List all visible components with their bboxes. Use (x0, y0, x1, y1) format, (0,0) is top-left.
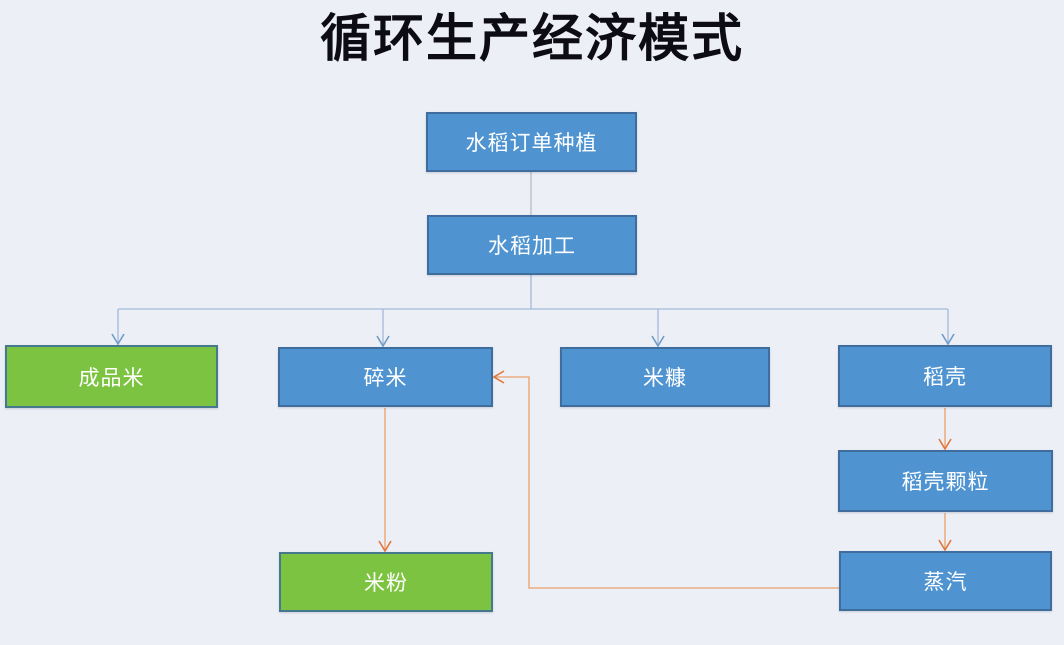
node-steam: 蒸汽 (839, 551, 1052, 611)
edge-branch-to-finished-rice (111, 309, 125, 346)
edge-pellets-to-steam (938, 513, 952, 552)
edge-steam-to-broken-rice (492, 370, 839, 589)
node-broken-rice: 碎米 (278, 347, 493, 407)
node-label: 成品米 (78, 366, 145, 390)
node-label: 米糠 (643, 367, 687, 390)
node-label: 稻壳颗粒 (901, 471, 990, 494)
edge-steam-to-broken-rice-arrowhead-icon (492, 370, 505, 384)
edge-branch-to-rice-bran-arrowhead-icon (651, 335, 665, 348)
node-rice-processing: 水稻加工 (427, 215, 637, 275)
edge-branch-to-rice-husk-arrowhead-icon (941, 333, 955, 346)
edge-broken-rice-to-flour-arrowhead-icon (378, 540, 392, 553)
page-title: 循环生产经济模式 (319, 10, 744, 67)
edge-branch-to-broken-rice-arrowhead-icon (376, 335, 390, 348)
node-husk-pellets: 稻壳颗粒 (838, 450, 1053, 512)
node-label: 碎米 (363, 367, 408, 390)
node-label: 蒸汽 (923, 571, 968, 594)
node-rice-flour: 米粉 (279, 552, 493, 612)
node-rice-order-planting: 水稻订单种植 (426, 112, 637, 172)
edge-pellets-to-steam-arrowhead-icon (938, 539, 952, 552)
edge-branch-to-rice-bran (651, 309, 665, 348)
node-label: 水稻加工 (488, 235, 576, 258)
edge-husk-to-pellets-arrowhead-icon (938, 438, 952, 451)
node-rice-husk: 稻壳 (838, 345, 1052, 407)
edge-branch-to-rice-husk (941, 309, 955, 346)
node-finished-rice: 成品米 (5, 345, 218, 408)
edge-husk-to-pellets (938, 408, 952, 451)
node-label: 米粉 (364, 572, 408, 595)
node-label: 稻壳 (923, 366, 967, 389)
node-rice-bran: 米糠 (560, 347, 770, 407)
edge-broken-rice-to-flour (378, 408, 392, 553)
node-label: 水稻订单种植 (465, 132, 598, 155)
edge-branch-to-finished-rice-arrowhead-icon (111, 333, 125, 346)
edge-branch-to-broken-rice (376, 309, 390, 348)
